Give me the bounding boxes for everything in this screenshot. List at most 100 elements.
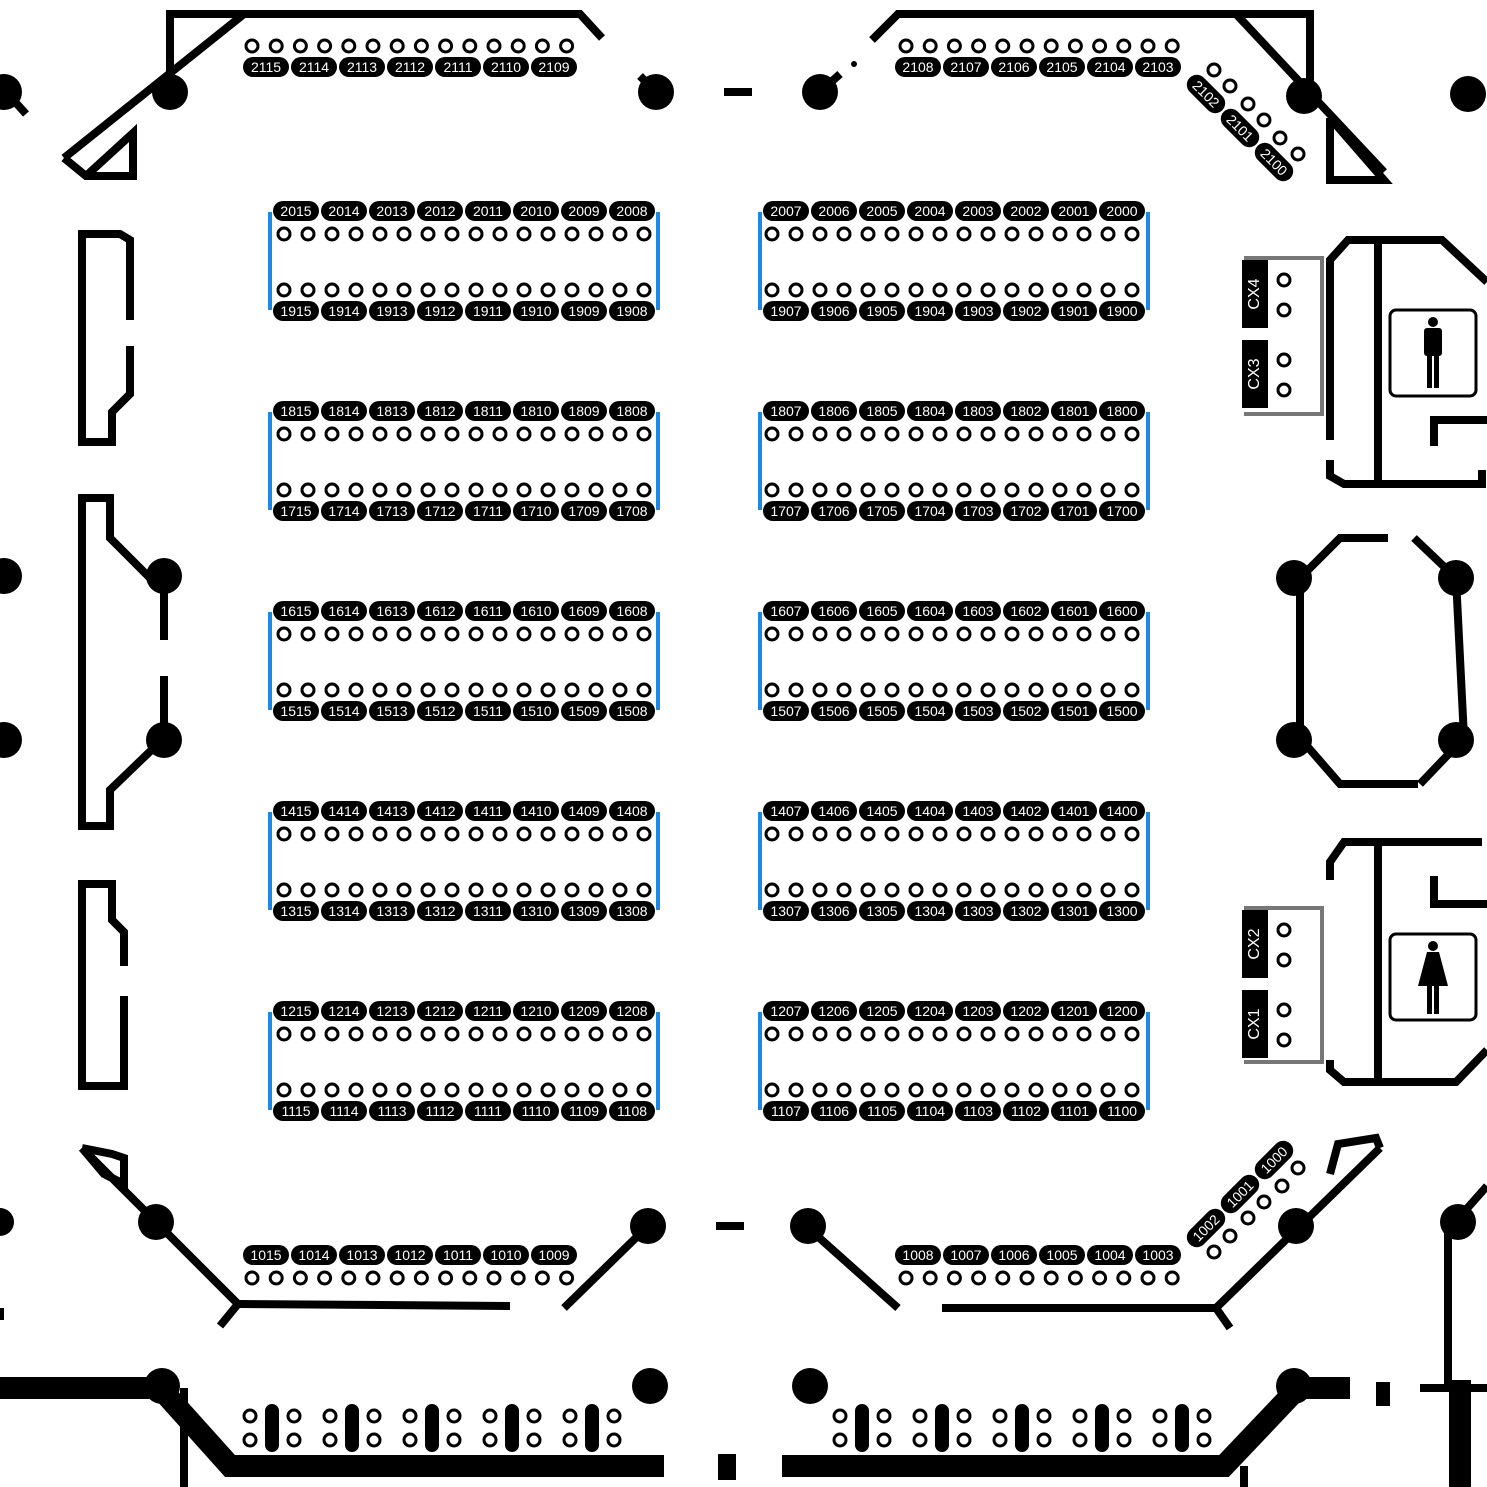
booth-label-1903[interactable]: 1903	[955, 301, 1001, 321]
booth-label-1706[interactable]: 1706	[811, 501, 857, 521]
booth-label-1715[interactable]: 1715	[273, 501, 319, 521]
booth-label-1003[interactable]: 1003	[1135, 1245, 1181, 1265]
booth-label-1107[interactable]: 1107	[763, 1101, 809, 1121]
booth-label-2108[interactable]: 2108	[895, 57, 941, 77]
booth-label-2008[interactable]: 2008	[609, 201, 655, 221]
booth-label-1108[interactable]: 1108	[609, 1101, 655, 1121]
counter-cx2[interactable]: CX2	[1242, 910, 1292, 978]
booth-label-2011[interactable]: 2011	[465, 201, 511, 221]
booth-label-1608[interactable]: 1608	[609, 601, 655, 621]
booth-label-2102[interactable]: 2102	[1183, 71, 1230, 118]
booth-label-1606[interactable]: 1606	[811, 601, 857, 621]
booth-label-1311[interactable]: 1311	[465, 901, 511, 921]
booth-label-1100[interactable]: 1100	[1099, 1101, 1145, 1121]
booth-label-1404[interactable]: 1404	[907, 801, 953, 821]
booth-label-1814[interactable]: 1814	[321, 401, 367, 421]
booth-label-1602[interactable]: 1602	[1003, 601, 1049, 621]
booth-label-2000[interactable]: 2000	[1099, 201, 1145, 221]
booth-label-1902[interactable]: 1902	[1003, 301, 1049, 321]
booth-label-1513[interactable]: 1513	[369, 701, 415, 721]
booth-label-1210[interactable]: 1210	[513, 1001, 559, 1021]
booth-label-1411[interactable]: 1411	[465, 801, 511, 821]
booth-label-1711[interactable]: 1711	[465, 501, 511, 521]
booth-label-1005[interactable]: 1005	[1039, 1245, 1085, 1265]
booth-label-1115[interactable]: 1115	[273, 1101, 319, 1121]
booth-label-1406[interactable]: 1406	[811, 801, 857, 821]
booth-label-1605[interactable]: 1605	[859, 601, 905, 621]
booth-label-1702[interactable]: 1702	[1003, 501, 1049, 521]
booth-label-1301[interactable]: 1301	[1051, 901, 1097, 921]
booth-label-1909[interactable]: 1909	[561, 301, 607, 321]
booth-label-1315[interactable]: 1315	[273, 901, 319, 921]
booth-label-1106[interactable]: 1106	[811, 1101, 857, 1121]
booth-label-1212[interactable]: 1212	[417, 1001, 463, 1021]
booth-label-2002[interactable]: 2002	[1003, 201, 1049, 221]
booth-label-1405[interactable]: 1405	[859, 801, 905, 821]
booth-label-2110[interactable]: 2110	[483, 57, 529, 77]
booth-label-1105[interactable]: 1105	[859, 1101, 905, 1121]
booth-label-1615[interactable]: 1615	[273, 601, 319, 621]
booth-label-1408[interactable]: 1408	[609, 801, 655, 821]
booth-label-1604[interactable]: 1604	[907, 601, 953, 621]
booth-label-1313[interactable]: 1313	[369, 901, 415, 921]
booth-label-1801[interactable]: 1801	[1051, 401, 1097, 421]
booth-label-1503[interactable]: 1503	[955, 701, 1001, 721]
booth-label-1710[interactable]: 1710	[513, 501, 559, 521]
booth-label-2105[interactable]: 2105	[1039, 57, 1085, 77]
booth-label-1103[interactable]: 1103	[955, 1101, 1001, 1121]
booth-label-1703[interactable]: 1703	[955, 501, 1001, 521]
booth-label-1607[interactable]: 1607	[763, 601, 809, 621]
booth-label-1800[interactable]: 1800	[1099, 401, 1145, 421]
booth-label-1002[interactable]: 1002	[1183, 1205, 1230, 1252]
booth-label-1414[interactable]: 1414	[321, 801, 367, 821]
booth-label-1113[interactable]: 1113	[369, 1101, 415, 1121]
booth-label-1610[interactable]: 1610	[513, 601, 559, 621]
booth-label-1709[interactable]: 1709	[561, 501, 607, 521]
booth-label-1101[interactable]: 1101	[1051, 1101, 1097, 1121]
booth-label-2113[interactable]: 2113	[339, 57, 385, 77]
booth-label-1808[interactable]: 1808	[609, 401, 655, 421]
booth-label-1215[interactable]: 1215	[273, 1001, 319, 1021]
booth-label-2003[interactable]: 2003	[955, 201, 1001, 221]
booth-label-1713[interactable]: 1713	[369, 501, 415, 521]
booth-label-1904[interactable]: 1904	[907, 301, 953, 321]
booth-label-1708[interactable]: 1708	[609, 501, 655, 521]
booth-label-1806[interactable]: 1806	[811, 401, 857, 421]
booth-label-2115[interactable]: 2115	[243, 57, 289, 77]
booth-label-2004[interactable]: 2004	[907, 201, 953, 221]
booth-label-1415[interactable]: 1415	[273, 801, 319, 821]
booth-label-1813[interactable]: 1813	[369, 401, 415, 421]
booth-label-2106[interactable]: 2106	[991, 57, 1037, 77]
booth-label-1015[interactable]: 1015	[243, 1245, 289, 1265]
booth-label-1011[interactable]: 1011	[435, 1245, 481, 1265]
booth-label-2114[interactable]: 2114	[291, 57, 337, 77]
booth-label-1007[interactable]: 1007	[943, 1245, 989, 1265]
booth-label-1200[interactable]: 1200	[1099, 1001, 1145, 1021]
booth-label-1707[interactable]: 1707	[763, 501, 809, 521]
booth-label-1409[interactable]: 1409	[561, 801, 607, 821]
booth-label-2006[interactable]: 2006	[811, 201, 857, 221]
booth-label-1206[interactable]: 1206	[811, 1001, 857, 1021]
booth-label-2015[interactable]: 2015	[273, 201, 319, 221]
booth-label-1810[interactable]: 1810	[513, 401, 559, 421]
booth-label-2012[interactable]: 2012	[417, 201, 463, 221]
booth-label-1012[interactable]: 1012	[387, 1245, 433, 1265]
booth-label-2001[interactable]: 2001	[1051, 201, 1097, 221]
booth-label-2103[interactable]: 2103	[1135, 57, 1181, 77]
booth-label-1901[interactable]: 1901	[1051, 301, 1097, 321]
booth-label-1705[interactable]: 1705	[859, 501, 905, 521]
booth-label-1104[interactable]: 1104	[907, 1101, 953, 1121]
booth-label-1407[interactable]: 1407	[763, 801, 809, 821]
booth-label-1208[interactable]: 1208	[609, 1001, 655, 1021]
booth-label-1402[interactable]: 1402	[1003, 801, 1049, 821]
booth-label-1907[interactable]: 1907	[763, 301, 809, 321]
booth-label-1111[interactable]: 1111	[465, 1101, 511, 1121]
booth-label-1303[interactable]: 1303	[955, 901, 1001, 921]
booth-label-1805[interactable]: 1805	[859, 401, 905, 421]
booth-label-1308[interactable]: 1308	[609, 901, 655, 921]
booth-label-1612[interactable]: 1612	[417, 601, 463, 621]
booth-label-1611[interactable]: 1611	[465, 601, 511, 621]
booth-label-1312[interactable]: 1312	[417, 901, 463, 921]
booth-label-1505[interactable]: 1505	[859, 701, 905, 721]
booth-label-1714[interactable]: 1714	[321, 501, 367, 521]
